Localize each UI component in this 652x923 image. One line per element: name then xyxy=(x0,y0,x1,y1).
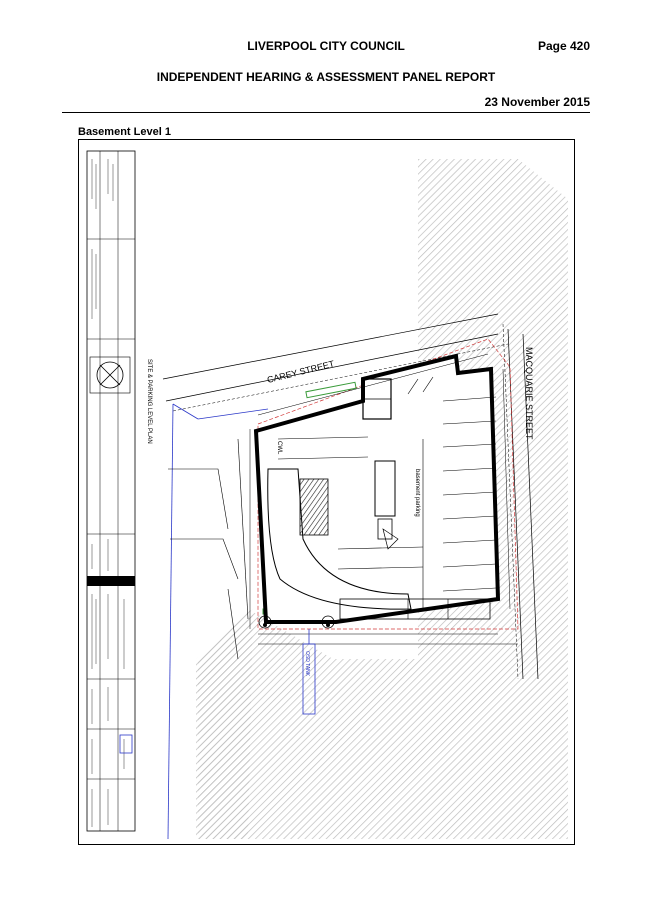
carey-street-road xyxy=(162,313,509,412)
plan-title-label: SITE & PARKING LEVEL PLAN xyxy=(146,359,152,444)
stair-core xyxy=(299,478,329,536)
site-boundary xyxy=(257,338,519,630)
header-divider xyxy=(62,112,590,113)
report-date: 23 November 2015 xyxy=(484,95,590,109)
council-name: LIVERPOOL CITY COUNCIL xyxy=(247,39,405,53)
driveway-ramp xyxy=(267,468,412,610)
parking-label: basement parking xyxy=(414,469,420,517)
macquarie-street-label: MACQUARIE STREET xyxy=(524,347,534,440)
title-block xyxy=(86,150,136,832)
cwl-label: CWL xyxy=(276,441,282,455)
figure-caption: Basement Level 1 xyxy=(78,126,171,138)
tank-label: OSD TANK xyxy=(304,651,310,677)
parking-bays xyxy=(407,376,497,592)
dimension-lines xyxy=(249,353,518,645)
page-number: Page 420 xyxy=(537,39,590,53)
architectural-drawing: CAREY STREET MACQUARIE STREET SITE & PAR… xyxy=(78,139,575,845)
report-title: INDEPENDENT HEARING & ASSESSMENT PANEL R… xyxy=(156,70,496,84)
hatched-surroundings xyxy=(198,159,568,839)
annotation-markups xyxy=(167,403,316,840)
